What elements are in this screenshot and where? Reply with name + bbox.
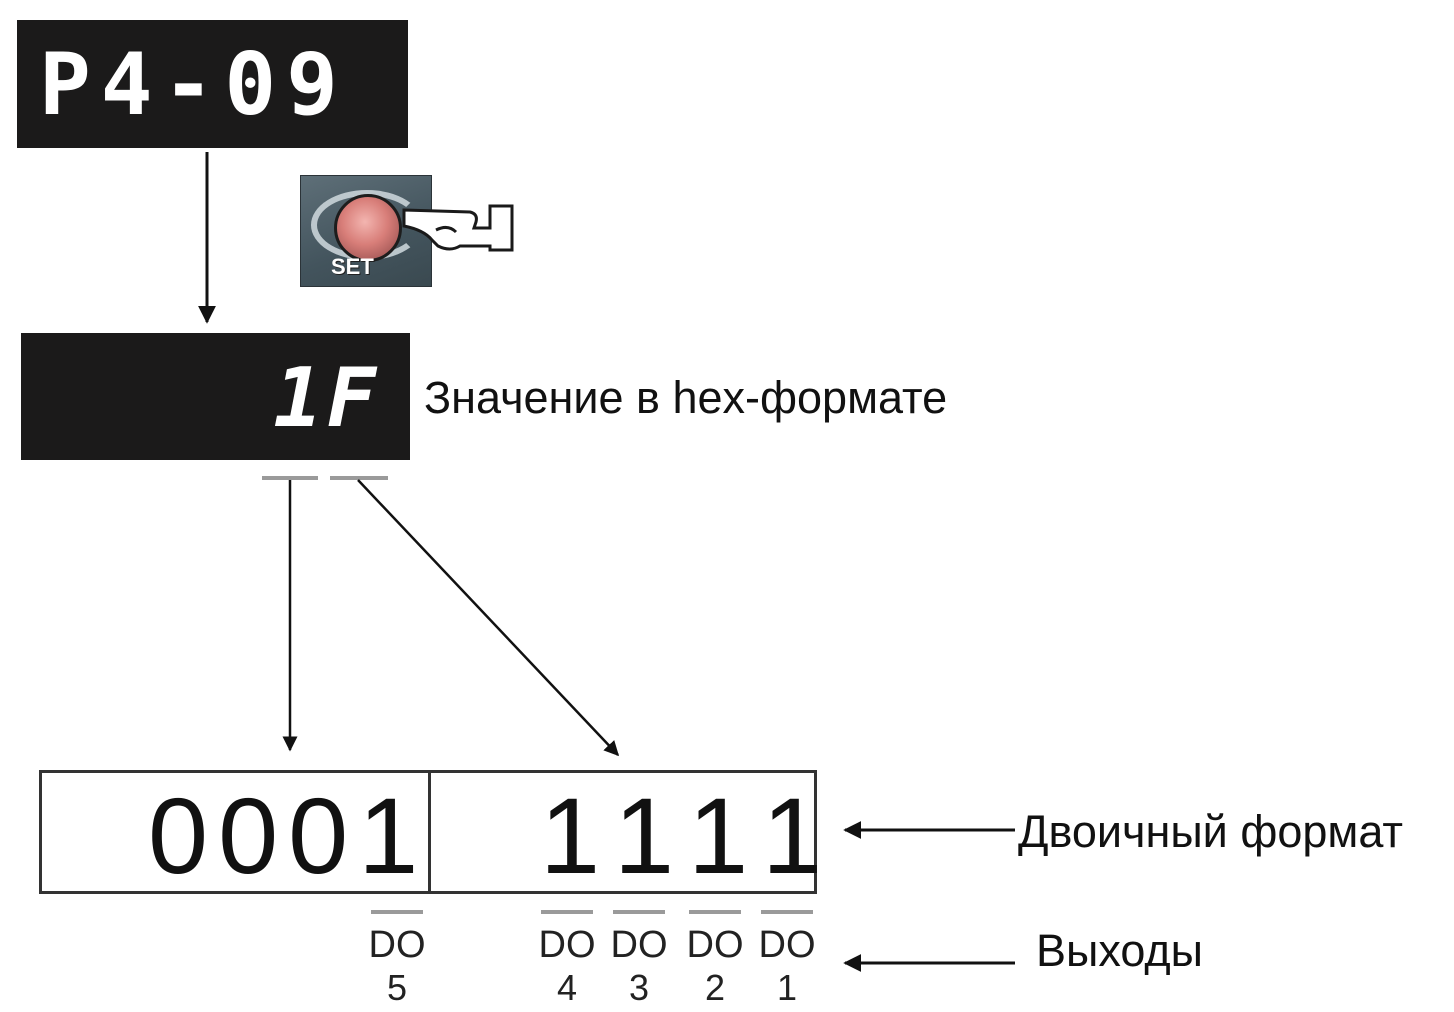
output-bar — [371, 910, 423, 914]
binary-format-label: Двоичный формат — [1018, 806, 1403, 857]
set-key-label: SET — [331, 254, 374, 279]
output-name: DO — [758, 924, 816, 966]
output-number: 4 — [556, 967, 578, 1008]
output-number: 3 — [628, 967, 650, 1008]
pointing-hand-icon — [402, 204, 514, 252]
hex-format-label: Значение в hex-формате — [424, 372, 948, 423]
output-do3: DO 3 — [604, 910, 674, 1006]
button-cap — [334, 194, 402, 262]
parameter-display: P4-09 — [17, 20, 408, 148]
output-number: 2 — [704, 967, 726, 1008]
output-name: DO — [368, 924, 426, 966]
output-bar — [689, 910, 741, 914]
output-name: DO — [610, 924, 668, 966]
parameter-code: P4-09 — [39, 35, 348, 135]
binary-low-nibble: 1111 — [540, 775, 845, 896]
output-do1: DO 1 — [752, 910, 822, 1006]
output-number: 1 — [776, 967, 798, 1008]
outputs-label: Выходы — [1036, 925, 1203, 976]
binary-high-nibble: 0001 — [148, 775, 429, 896]
output-do5: DO 5 — [362, 910, 432, 1006]
output-number: 5 — [386, 967, 408, 1008]
output-do4: DO 4 — [532, 910, 602, 1006]
set-key-icon[interactable]: SET — [300, 175, 432, 287]
output-do2: DO 2 — [680, 910, 750, 1006]
arrow-low-nibble-icon — [357, 479, 620, 757]
output-bar — [761, 910, 813, 914]
nibble-divider — [428, 770, 431, 894]
hex-value: 1F — [273, 351, 380, 446]
output-name: DO — [686, 924, 744, 966]
output-bar — [541, 910, 593, 914]
output-bar — [613, 910, 665, 914]
value-display: 1F — [21, 333, 410, 460]
output-name: DO — [538, 924, 596, 966]
